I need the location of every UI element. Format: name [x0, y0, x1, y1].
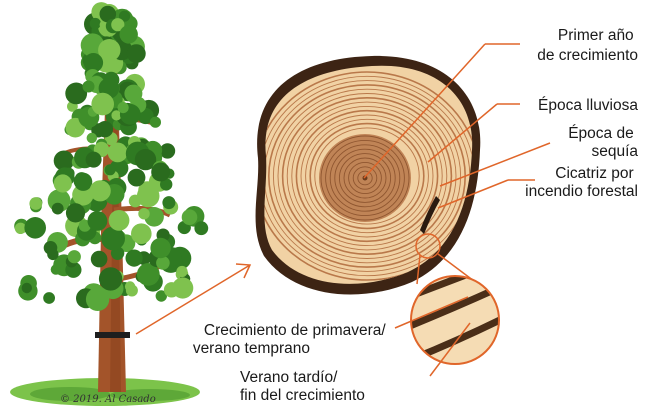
- tree-illustration: [10, 2, 209, 406]
- leader-dry-season: [439, 142, 551, 187]
- leader-spring-growth: [394, 296, 469, 329]
- tree-ring-cross-section: [255, 55, 481, 295]
- label-spring-growth: Crecimiento de primavera/ verano tempran…: [193, 322, 390, 357]
- label-first-year: Primer año de crecimiento: [537, 27, 638, 64]
- leader-first-year: [363, 43, 486, 179]
- fire-scar: [420, 196, 440, 234]
- label-fire-scar: Cicatriz por incendio forestal: [525, 165, 638, 200]
- labels: Primer año de crecimiento Época lluviosa…: [193, 27, 639, 404]
- arrow-head: [235, 263, 252, 279]
- leader-lines: [135, 43, 551, 377]
- leader-fire-scar: [437, 179, 509, 209]
- label-late-summer: Verano tardío/ fin del crecimiento: [240, 369, 365, 404]
- label-rainy-season: Época lluviosa: [538, 97, 638, 114]
- credit-text: © 2019. Al Casado: [60, 394, 156, 405]
- trunk-band: [95, 332, 130, 338]
- leader-late-summer: [429, 322, 471, 377]
- label-dry-season: Época de sequía: [568, 125, 638, 160]
- tree-foliage: [14, 2, 209, 311]
- leader-rainy-season: [427, 103, 498, 163]
- magnifier-lens: [410, 275, 500, 365]
- magnifier-source-circle: [415, 233, 441, 259]
- leader-tree-to-section: [135, 264, 251, 335]
